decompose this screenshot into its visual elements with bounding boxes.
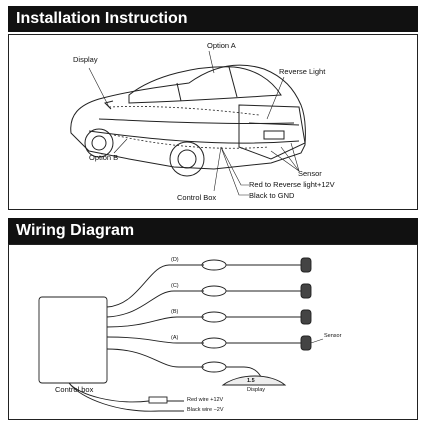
- car-roof-window: [128, 66, 282, 104]
- sensor-a: [300, 335, 312, 351]
- wiring-schematic: [38, 257, 324, 412]
- reverse-light-label: Reverse Light: [279, 67, 326, 76]
- rear-wheel: [169, 141, 205, 177]
- sensor-leader-3: [290, 142, 300, 172]
- fuse: [148, 396, 168, 404]
- installation-panel: Option A Display Reverse Light Sensor Op…: [8, 34, 418, 210]
- control-box-leader: [213, 146, 222, 192]
- car-illustration: [70, 50, 306, 196]
- red-wire-label: Red to Reverse light+12V: [249, 180, 335, 189]
- sensor-leader-1: [270, 150, 300, 172]
- power-red-wire: [68, 382, 184, 403]
- car-side-line: [88, 130, 300, 144]
- wiring-panel: (D) (C) (B) (A) Sensor Control box Displ…: [8, 244, 418, 420]
- installation-title: Installation Instruction: [16, 10, 188, 27]
- power-black-wire: [68, 382, 184, 412]
- cable-c: [106, 290, 204, 318]
- channel-label-c: (C): [171, 283, 179, 289]
- option-a-leader: [208, 50, 215, 74]
- reverse-light-leader: [266, 76, 285, 120]
- display-unit: [221, 375, 287, 386]
- control-box-label-wiring: Control box: [55, 385, 94, 394]
- sensor-c: [300, 283, 312, 299]
- channel-label-d: (D): [171, 257, 179, 263]
- cable-display: [106, 348, 204, 368]
- black-wire-label-wiring: Black wire −2V: [187, 407, 224, 413]
- sensor-leader: [310, 338, 324, 344]
- display-leader: [88, 67, 110, 108]
- control-box-shape: [38, 296, 108, 384]
- connector-a: [201, 337, 227, 349]
- sensor-label: Sensor: [298, 169, 322, 178]
- cable-d: [106, 264, 204, 308]
- front-wheel: [84, 128, 114, 158]
- wiring-title: Wiring Diagram: [16, 222, 135, 239]
- wire-route-option-a: [108, 106, 260, 116]
- channel-label-b: (B): [171, 309, 179, 315]
- wiring-header: Wiring Diagram: [8, 218, 418, 244]
- option-b-leader: [113, 138, 128, 154]
- wire-route-option-b: [113, 134, 270, 149]
- license-plate: [263, 130, 285, 140]
- black-wire-line: [220, 146, 249, 196]
- car-body-outline: [70, 64, 306, 170]
- sensor-b: [300, 309, 312, 325]
- cable-b: [106, 316, 204, 328]
- control-box-label: Control Box: [177, 193, 217, 202]
- car-rear: [238, 104, 306, 160]
- channel-label-a: (A): [171, 335, 179, 341]
- sensor-d: [300, 257, 312, 273]
- connector-b: [201, 311, 227, 323]
- display-label: Display: [73, 55, 98, 64]
- display-label-wiring: Display: [247, 387, 266, 393]
- red-wire-line: [220, 146, 249, 186]
- display-readout: 1.5: [247, 378, 255, 384]
- red-wire-label-wiring: Red wire +12V: [187, 397, 224, 403]
- option-a-label: Option A: [207, 41, 236, 50]
- connector-d: [201, 259, 227, 271]
- installation-header: Installation Instruction: [8, 6, 418, 32]
- display-cable: [226, 366, 262, 378]
- sensor-label-wiring: Sensor: [324, 333, 342, 339]
- sensor-leader-2: [280, 146, 300, 172]
- connector-c: [201, 285, 227, 297]
- option-b-label: Option B: [89, 153, 119, 162]
- connector-display: [201, 361, 227, 373]
- black-wire-label: Black to GND: [249, 191, 295, 200]
- display-mirror: [104, 100, 114, 110]
- cable-a: [106, 336, 204, 344]
